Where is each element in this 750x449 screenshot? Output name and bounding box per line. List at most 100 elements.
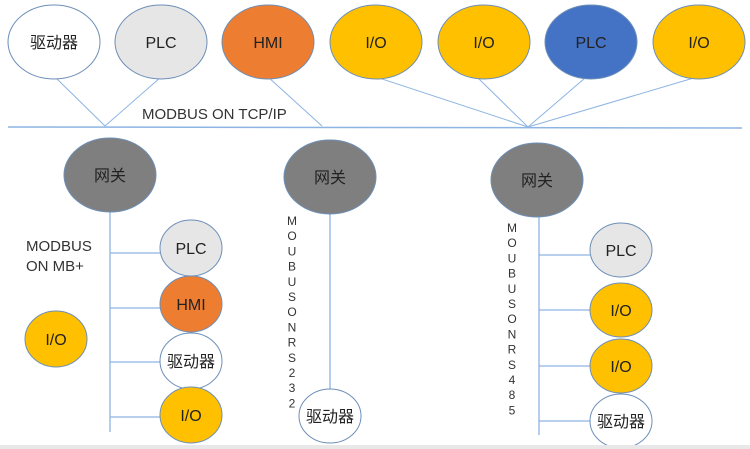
rs485-device-drive-3-label: 驱动器 [597, 413, 645, 431]
rs485-device-io-2-label: I/O [610, 359, 631, 376]
link-top-node-3 [375, 76, 529, 128]
rs485-label-char-9: S [508, 358, 516, 372]
top-node-hmi-2-label: HMI [253, 35, 282, 52]
mbplus-device-drive-2-label: 驱动器 [167, 353, 215, 371]
mbplus-device-hmi-1: HMI [159, 275, 223, 333]
rs485-device-plc-0-shape [589, 222, 653, 278]
connection-lines [7, 76, 743, 435]
top-node-plc-1-label: PLC [145, 35, 176, 52]
mbplus-device-plc-0-label: PLC [175, 241, 206, 258]
gateway-node-2-shape [490, 142, 584, 218]
rs232-label-char-1: O [287, 229, 296, 243]
gateway-node-0: 网关 [63, 137, 157, 213]
standalone-io-0-label: I/O [45, 332, 66, 349]
rs232-label-char-10: 2 [289, 366, 296, 380]
rs232-label-char-7: N [288, 320, 297, 334]
mbplus-device-io-3: I/O [159, 386, 223, 444]
top-node-io-4: I/O [437, 4, 531, 80]
rs485-label-char-6: O [507, 312, 516, 326]
rs485-label-char-4: U [508, 282, 517, 296]
rs232-label-char-3: B [288, 260, 296, 274]
rs485-label-char-10: 4 [509, 373, 516, 387]
device-nodes: 驱动器 PLC HMI I/O I/O PLC I/O 网关 网关 网关 PLC HMI 驱动器 I/O I… [7, 4, 746, 449]
top-node-plc-1-shape [114, 4, 208, 80]
mbplus-device-io-3-label: I/O [180, 408, 201, 425]
top-node-plc-5-shape [544, 4, 638, 80]
top-node-io-3: I/O [329, 4, 423, 80]
rs485-label-char-1: O [507, 236, 516, 250]
mbplus-device-drive-2: 驱动器 [159, 332, 223, 390]
rs232-label-char-2: U [288, 244, 297, 258]
tcp-ip-bus-label: MODBUS ON TCP/IP [142, 106, 287, 123]
rs485-label-char-0: M [507, 221, 517, 235]
tcp-ip-bus-line [7, 126, 743, 129]
rs485-label-char-3: B [508, 267, 516, 281]
top-node-io-6-shape [652, 4, 746, 80]
rs485-label-char-8: R [508, 343, 517, 357]
link-top-node-6 [527, 76, 698, 128]
rs232-device-drive-0-shape [298, 388, 362, 444]
rs232-label-char-11: 3 [289, 381, 296, 395]
rs232-label-char-6: O [287, 305, 296, 319]
link-top-node-2 [267, 76, 323, 127]
rs232-device-drive-0-label: 驱动器 [306, 408, 354, 426]
mbplus-device-hmi-1-label: HMI [176, 297, 205, 314]
top-node-io-4-label: I/O [473, 35, 494, 52]
rs485-device-io-1: I/O [589, 282, 653, 338]
rs485-device-io-1-label: I/O [610, 303, 631, 320]
rs232-label-char-8: R [288, 336, 297, 350]
mbplus-device-io-3-shape [159, 386, 223, 444]
rs485-label-char-7: N [508, 327, 517, 341]
top-node-hmi-2: HMI [221, 4, 315, 80]
mbplus-bus-label-line-1: MODBUS [26, 238, 92, 255]
top-node-plc-5: PLC [544, 4, 638, 80]
link-top-node-5 [527, 77, 586, 128]
rs485-device-plc-0: PLC [589, 222, 653, 278]
top-node-drive-0: 驱动器 [7, 4, 101, 80]
rs232-label-char-4: U [288, 275, 297, 289]
rs485-device-io-1-shape [589, 282, 653, 338]
gateway-node-1: 网关 [283, 139, 377, 215]
rs485-label-char-11: 8 [509, 388, 516, 402]
rs485-device-plc-0-label: PLC [605, 243, 636, 260]
standalone-io-0: I/O [24, 310, 88, 368]
rs232-label-char-9: S [288, 351, 296, 365]
link-top-node-0 [54, 76, 106, 127]
top-node-io-4-shape [437, 4, 531, 80]
rs485-device-io-2-shape [589, 338, 653, 394]
rs485-label-char-5: S [508, 297, 516, 311]
mbplus-device-hmi-1-shape [159, 275, 223, 333]
gateway-node-1-label: 网关 [314, 169, 346, 187]
rs232-label-char-12: 2 [289, 396, 296, 410]
top-node-io-3-label: I/O [365, 35, 386, 52]
rs232-label-char-5: S [288, 290, 296, 304]
gateway-node-0-label: 网关 [94, 167, 126, 185]
standalone-io-0-shape [24, 310, 88, 368]
rs232-label-char-0: M [287, 214, 297, 228]
rs485-label-char-2: U [508, 251, 517, 265]
top-node-drive-0-shape [7, 4, 101, 80]
bottom-border [0, 445, 750, 449]
rs485-device-drive-3: 驱动器 [589, 393, 653, 449]
gateway-node-2: 网关 [490, 142, 584, 218]
top-node-hmi-2-shape [221, 4, 315, 80]
top-node-plc-1: PLC [114, 4, 208, 80]
link-top-node-1 [104, 76, 162, 127]
top-node-drive-0-label: 驱动器 [30, 34, 78, 52]
rs232-device-drive-0: 驱动器 [298, 388, 362, 444]
top-node-io-6-label: I/O [688, 35, 709, 52]
rs485-device-io-2: I/O [589, 338, 653, 394]
mbplus-bus-label-line-2: ON MB+ [26, 258, 84, 275]
top-node-io-6: I/O [652, 4, 746, 80]
top-node-io-3-shape [329, 4, 423, 80]
rs485-label-char-12: 5 [509, 403, 516, 417]
mbplus-device-plc-0: PLC [159, 219, 223, 277]
gateway-node-1-shape [283, 139, 377, 215]
gateway-node-0-shape [63, 137, 157, 213]
top-node-plc-5-label: PLC [575, 35, 606, 52]
gateway-node-2-label: 网关 [521, 172, 553, 190]
link-top-node-4 [477, 77, 529, 128]
